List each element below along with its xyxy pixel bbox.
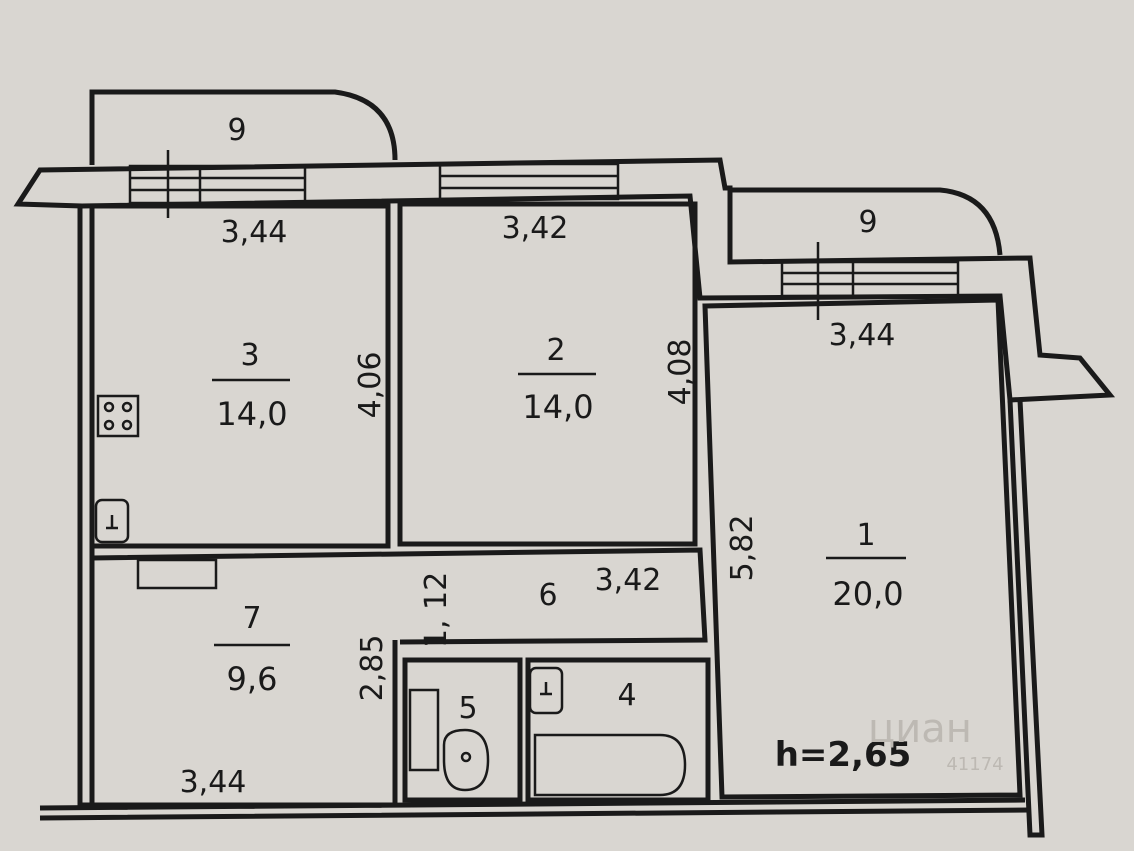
room-5-number: 5 xyxy=(458,691,477,726)
hall-6-outline xyxy=(91,547,708,645)
balcony-9-outline xyxy=(727,187,1003,256)
dim-room-3-depth: 4,06 xyxy=(353,352,388,419)
toilet-icon xyxy=(408,688,490,792)
kitchen-sink-icon xyxy=(94,498,130,544)
room-7-number: 7 xyxy=(242,601,261,636)
room-6-number: 6 xyxy=(538,578,557,613)
room-2-number: 2 xyxy=(546,333,565,368)
ceiling-height: h=2,65 xyxy=(775,735,912,775)
room-4-number: 4 xyxy=(617,678,636,713)
window-room-1 xyxy=(780,242,960,320)
window-room-3 xyxy=(128,150,307,218)
dim-room-3-width: 3,44 xyxy=(221,215,288,250)
room-4-outline xyxy=(525,657,711,803)
outer-wall-right xyxy=(1007,399,1045,838)
dim-hall-width: 1, 12 xyxy=(419,572,454,648)
balcony-8-outline xyxy=(89,89,398,165)
balcony-9-label: 9 xyxy=(858,205,877,240)
stove-icon xyxy=(96,394,140,438)
room-7-area: 9,6 xyxy=(227,660,278,698)
dim-room-1-width: 3,44 xyxy=(829,318,896,353)
dim-hall-length: 3,42 xyxy=(595,563,662,598)
room-5-outline xyxy=(402,657,523,803)
bathtub-icon xyxy=(533,733,687,797)
dim-room-7-depth: 2,85 xyxy=(355,635,390,702)
room-2-area: 14,0 xyxy=(522,388,593,426)
shelf-icon xyxy=(136,558,218,590)
dim-room-2-width: 3,42 xyxy=(502,211,569,246)
washbasin-icon xyxy=(528,666,564,715)
room-8-number: 9 xyxy=(227,113,246,148)
room-1-outline xyxy=(702,297,1023,800)
room-3-number: 3 xyxy=(240,338,259,373)
dim-room-7-width: 3,44 xyxy=(180,765,247,800)
watermark-id: 41174 xyxy=(946,754,1003,775)
room-3-outline xyxy=(89,203,391,549)
room-1-number: 1 xyxy=(856,518,875,553)
dim-room-1-depth: 5,82 xyxy=(725,515,760,582)
room-2-outline xyxy=(397,201,698,547)
window-room-2 xyxy=(438,162,620,201)
room-7-outline xyxy=(89,558,398,808)
watermark-brand: циан xyxy=(868,706,972,752)
room-1-area: 20,0 xyxy=(832,575,903,613)
dim-room-2-depth: 4,08 xyxy=(663,339,698,406)
room-3-area: 14,0 xyxy=(216,395,287,433)
